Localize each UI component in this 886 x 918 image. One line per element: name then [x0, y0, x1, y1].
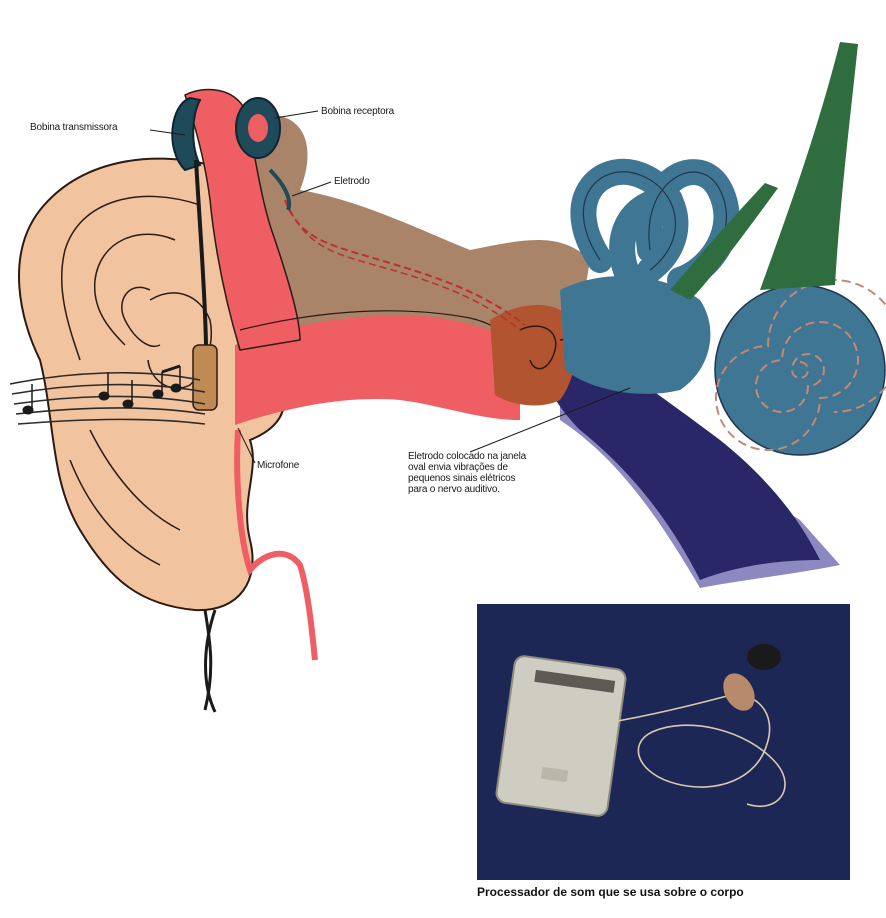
- label-microfone: Microfone: [257, 460, 299, 471]
- label-bobina-receptora: Bobina receptora: [321, 106, 394, 117]
- processor-cord: [612, 695, 785, 806]
- photo-caption: Processador de som que se usa sobre o co…: [477, 885, 744, 899]
- label-bobina-transmissora: Bobina transmissora: [30, 122, 117, 133]
- note-line: para o nervo auditivo.: [408, 484, 608, 495]
- headpiece-coil: [747, 644, 781, 670]
- note-line: oval envia vibrações de: [408, 462, 608, 473]
- label-eletrodo-note: Eletrodo colocado na janela oval envia v…: [408, 451, 608, 495]
- cochlea: [715, 285, 885, 455]
- processor-cable-black: [205, 610, 215, 712]
- microphone-device: [193, 345, 217, 410]
- processor-photo-drawing: [477, 604, 850, 880]
- vestibular-nerve-green-large: [760, 42, 858, 290]
- note-line: Eletrodo colocado na janela: [408, 451, 608, 462]
- note-line: pequenos sinais elétricos: [408, 473, 608, 484]
- microphone-earpiece: [717, 668, 761, 717]
- processor-photo: [477, 604, 850, 880]
- label-eletrodo: Eletrodo: [334, 176, 370, 187]
